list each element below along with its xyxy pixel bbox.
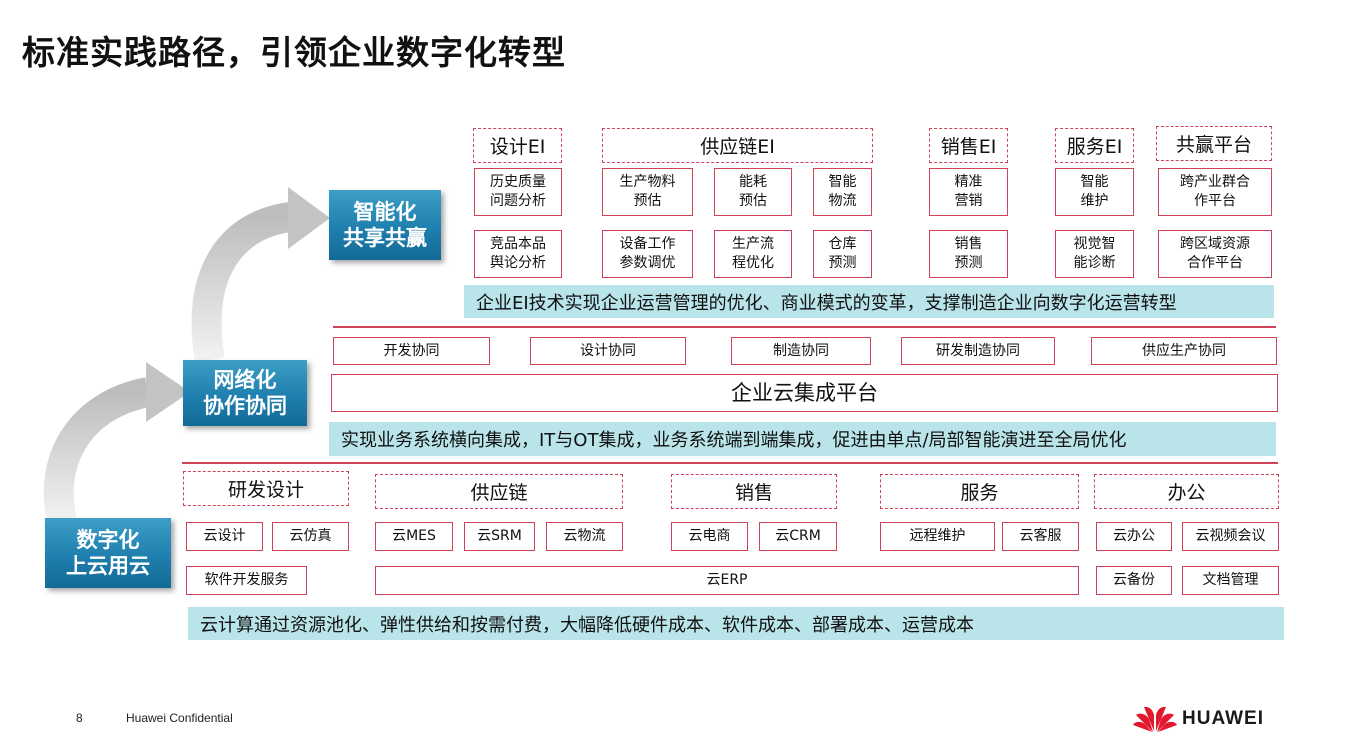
bottom-band: 云计算通过资源池化、弹性供给和按需付费，大幅降低硬件成本、软件成本、部署成本、运… <box>188 607 1284 640</box>
top-band: 企业EI技术实现企业运营管理的优化、商业模式的变革，支撑制造企业向数字化运营转型 <box>464 285 1274 318</box>
collab-development: 开发协同 <box>333 337 490 365</box>
service-cloud-office: 云办公 <box>1096 522 1172 551</box>
collab-manufacturing: 制造协同 <box>731 337 871 365</box>
arrow-upper-icon <box>191 187 330 363</box>
header-service: 服务 <box>880 474 1079 509</box>
service-cloud-logistics: 云物流 <box>546 522 623 551</box>
ei-card-sales-forecast: 销售预测 <box>929 230 1008 278</box>
top-divider <box>333 326 1276 328</box>
ei-card-smart-logistics: 智能物流 <box>813 168 872 216</box>
huawei-wordmark: HUAWEI <box>1182 708 1264 729</box>
middle-band: 实现业务系统横向集成，IT与OT集成，业务系统端到端集成，促进由单点/局部智能演… <box>329 422 1276 456</box>
service-software-development: 软件开发服务 <box>186 566 307 595</box>
stage-smart: 智能化共享共赢 <box>329 190 441 260</box>
ei-card-quality-analysis: 历史质量问题分析 <box>474 168 562 216</box>
ei-card-energy-forecast: 能耗预估 <box>714 168 792 216</box>
collab-supply-production: 供应生产协同 <box>1091 337 1277 365</box>
stage-cloud: 数字化上云用云 <box>45 518 171 588</box>
page-title: 标准实践路径，引领企业数字化转型 <box>22 33 566 72</box>
huawei-logo-icon <box>1133 706 1177 732</box>
collab-design: 设计协同 <box>530 337 686 365</box>
ei-card-material-forecast: 生产物料预估 <box>602 168 693 216</box>
service-remote-maintenance: 远程维护 <box>880 522 995 551</box>
stage-network: 网络化协作协同 <box>183 360 307 426</box>
service-cloud-video-meeting: 云视频会议 <box>1182 522 1279 551</box>
service-cloud-customer-service: 云客服 <box>1002 522 1079 551</box>
ei-card-precision-marketing: 精准营销 <box>929 168 1008 216</box>
middle-divider <box>182 462 1278 464</box>
header-service-ei: 服务EI <box>1055 128 1134 163</box>
service-cloud-backup: 云备份 <box>1096 566 1172 595</box>
ei-card-cross-region: 跨区域资源合作平台 <box>1158 230 1272 278</box>
header-win-win: 共赢平台 <box>1156 126 1272 161</box>
ei-card-parameter-tuning: 设备工作参数调优 <box>602 230 693 278</box>
header-supply-chain: 供应链 <box>375 474 623 509</box>
ei-card-warehouse-forecast: 仓库预测 <box>813 230 872 278</box>
service-cloud-crm: 云CRM <box>759 522 837 551</box>
ei-card-smart-maintenance: 智能维护 <box>1055 168 1134 216</box>
header-office: 办公 <box>1094 474 1279 509</box>
service-cloud-design: 云设计 <box>186 522 263 551</box>
service-cloud-erp: 云ERP <box>375 566 1079 595</box>
enterprise-cloud-platform: 企业云集成平台 <box>331 374 1278 412</box>
ei-card-process-optimization: 生产流程优化 <box>714 230 792 278</box>
service-document-management: 文档管理 <box>1182 566 1279 595</box>
ei-card-visual-diagnosis: 视觉智能诊断 <box>1055 230 1134 278</box>
service-cloud-mes: 云MES <box>375 522 453 551</box>
ei-card-cross-industry: 跨产业群合作平台 <box>1158 168 1272 216</box>
header-sales: 销售 <box>671 474 837 509</box>
confidential-label: Huawei Confidential <box>126 711 233 725</box>
collab-rd-manufacturing: 研发制造协同 <box>901 337 1055 365</box>
page-number: 8 <box>76 711 83 725</box>
service-cloud-simulation: 云仿真 <box>272 522 349 551</box>
header-rd-design: 研发设计 <box>183 471 349 506</box>
arrow-lower-icon <box>43 362 190 524</box>
header-sales-ei: 销售EI <box>929 128 1008 163</box>
header-design-ei: 设计EI <box>473 128 562 163</box>
header-supply-ei: 供应链EI <box>602 128 873 163</box>
service-cloud-ecommerce: 云电商 <box>671 522 748 551</box>
service-cloud-srm: 云SRM <box>464 522 535 551</box>
ei-card-opinion-analysis: 竞品本品舆论分析 <box>474 230 562 278</box>
